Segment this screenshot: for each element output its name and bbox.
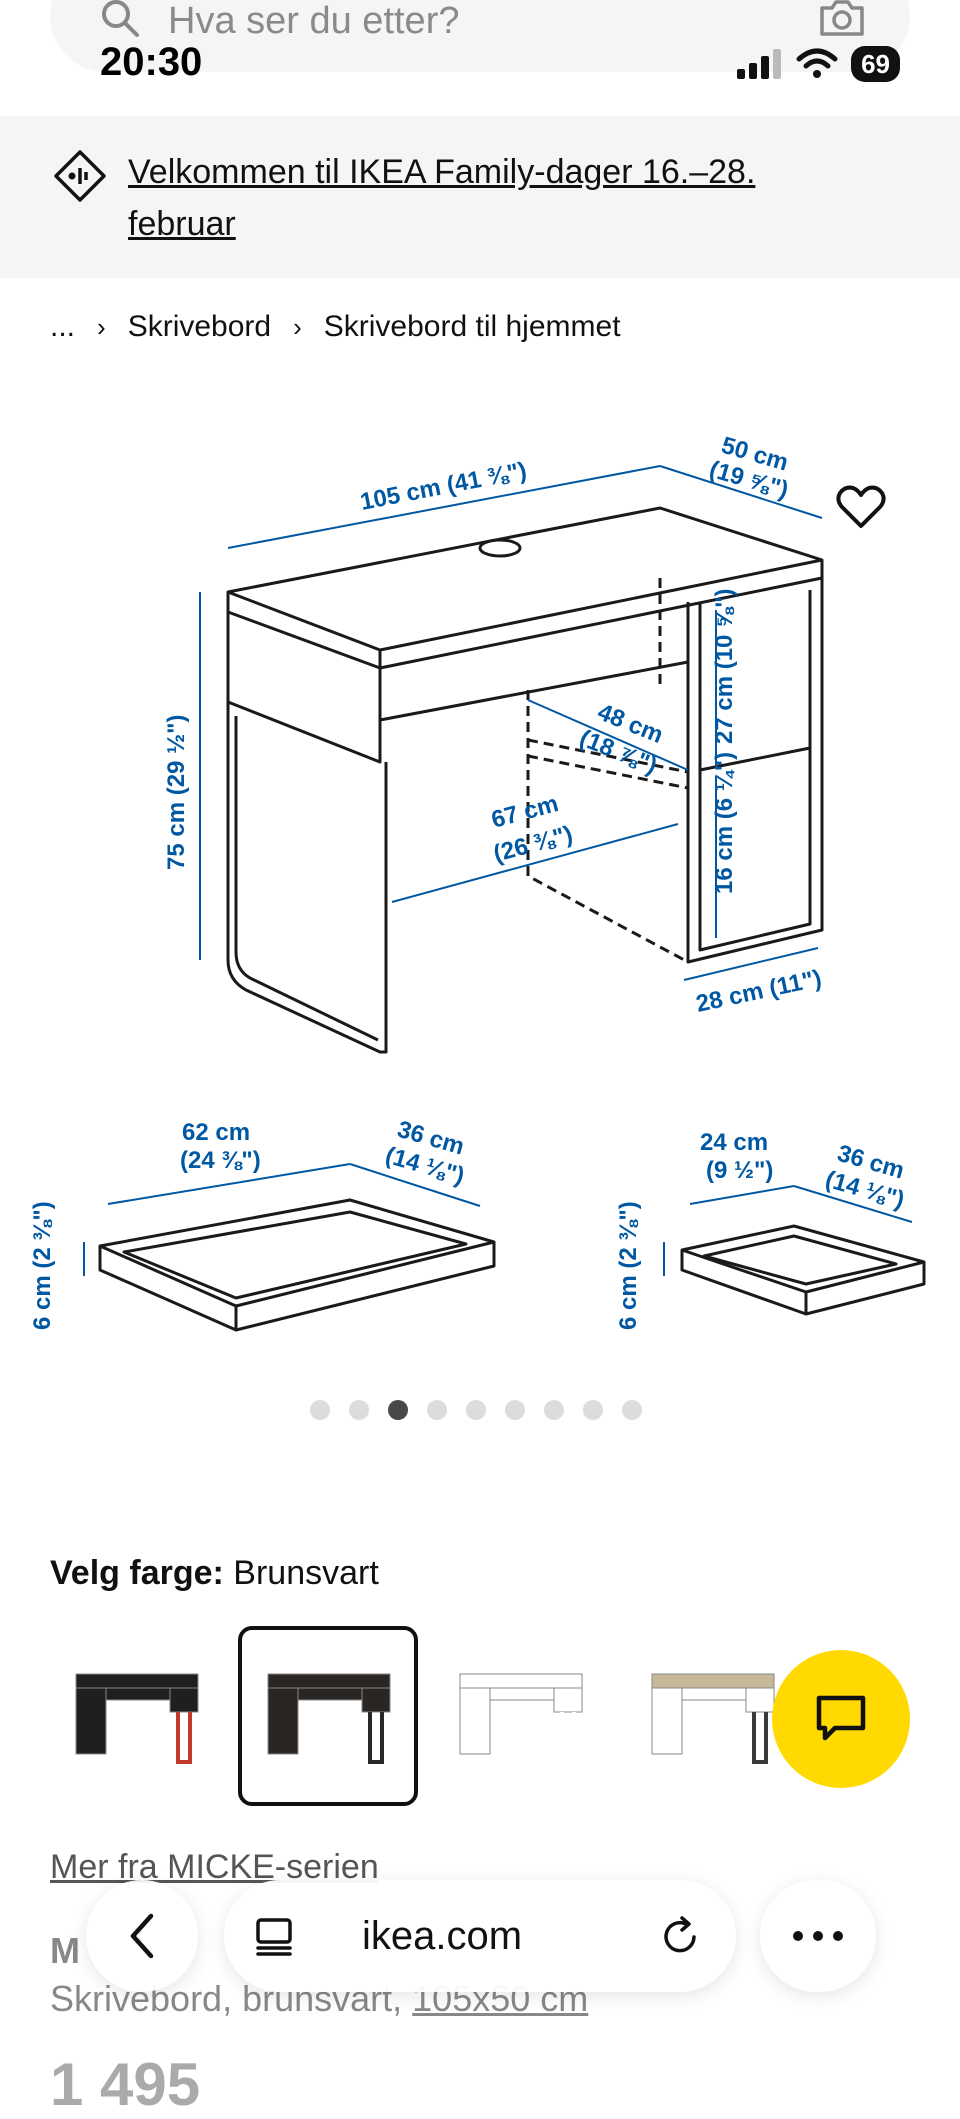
- carousel-dots: [310, 1400, 642, 1420]
- chevron-left-icon: [130, 1913, 154, 1959]
- carousel-dot[interactable]: [388, 1400, 408, 1420]
- reload-icon[interactable]: [662, 1915, 702, 1957]
- breadcrumb-item-desks[interactable]: Skrivebord: [127, 310, 272, 343]
- dim-large-drawer-height: 6 cm (2 ⅜"): [29, 1201, 56, 1330]
- color-swatch[interactable]: [434, 1630, 606, 1802]
- desk-thumbnail: [651, 1673, 775, 1764]
- dim-large-drawer-width-in: (24 ⅜"): [180, 1147, 261, 1174]
- carousel-dot[interactable]: [544, 1400, 564, 1420]
- dim-large-drawer-width: 62 cm: [182, 1119, 250, 1146]
- more-dots-icon: [793, 1931, 843, 1941]
- search-input[interactable]: Hva ser du etter?: [168, 0, 460, 42]
- carousel-dot[interactable]: [505, 1400, 525, 1420]
- browser-toolbar: ikea.com: [0, 1880, 960, 2010]
- url-text: ikea.com: [362, 1913, 523, 1958]
- search-icon: [102, 0, 139, 37]
- color-swatch[interactable]: [50, 1630, 222, 1802]
- breadcrumb: ... › Skrivebord › Skrivebord til hjemme…: [50, 310, 621, 344]
- breadcrumb-ellipsis[interactable]: ...: [50, 310, 76, 343]
- color-value: Brunsvart: [233, 1554, 379, 1592]
- carousel-dot[interactable]: [583, 1400, 603, 1420]
- color-swatch[interactable]: [626, 1630, 798, 1802]
- chevron-right-icon: ›: [293, 311, 302, 342]
- dim-lower-shelf: 16 cm (6 ¼"): [711, 752, 738, 894]
- battery-indicator: 69: [851, 46, 900, 82]
- color-swatch[interactable]: [238, 1626, 418, 1806]
- camera-icon[interactable]: [818, 0, 866, 38]
- dim-small-drawer-height: 6 cm (2 ⅜"): [615, 1201, 642, 1330]
- search-bar[interactable]: Hva ser du etter?: [50, 0, 910, 72]
- more-button[interactable]: [760, 1880, 876, 1992]
- product-image[interactable]: 105 cm (41 ⅜") 50 cm (19 ⅝") 75 cm (29 ½…: [0, 400, 960, 1380]
- status-time: 20:30: [100, 40, 203, 84]
- carousel-dot[interactable]: [427, 1400, 447, 1420]
- signal-icon: [737, 49, 782, 79]
- desk-thumbnail: [459, 1673, 583, 1764]
- color-swatches: [50, 1626, 798, 1806]
- dim-height: 75 cm (29 ½"): [163, 715, 190, 870]
- address-bar[interactable]: ikea.com: [224, 1880, 736, 1992]
- carousel-dot[interactable]: [466, 1400, 486, 1420]
- breadcrumb-item-home-desks[interactable]: Skrivebord til hjemmet: [323, 310, 621, 343]
- series-link[interactable]: Mer fra MICKE-serien: [50, 1848, 379, 1886]
- promo-banner-link[interactable]: Velkommen til IKEA Family-dager 16.–28. …: [128, 153, 756, 243]
- carousel-dot[interactable]: [349, 1400, 369, 1420]
- tag-icon: [54, 150, 106, 202]
- color-label-title: Velg farge:: [50, 1554, 224, 1592]
- chevron-right-icon: ›: [97, 311, 106, 342]
- tabs-icon: [256, 1918, 292, 1956]
- dim-small-drawer-width-in: (9 ½"): [706, 1157, 773, 1184]
- carousel-dot[interactable]: [310, 1400, 330, 1420]
- product-name: M: [50, 1930, 80, 1971]
- desk-thumbnail: [75, 1673, 199, 1764]
- back-button[interactable]: [86, 1880, 198, 1992]
- heart-icon[interactable]: [836, 484, 886, 530]
- status-icons: 69: [737, 46, 900, 82]
- desk-thumbnail: [267, 1673, 391, 1764]
- wifi-icon: [796, 48, 838, 78]
- chat-icon: [816, 1695, 866, 1741]
- dim-small-drawer-width: 24 cm: [700, 1129, 768, 1156]
- dim-upper-shelf: 27 cm (10 ⅝"): [711, 589, 738, 744]
- promo-banner: Velkommen til IKEA Family-dager 16.–28. …: [0, 116, 960, 278]
- color-label: Velg farge: Brunsvart: [50, 1554, 379, 1593]
- carousel-dot[interactable]: [622, 1400, 642, 1420]
- product-price: 1 495: [50, 2051, 201, 2118]
- chat-button[interactable]: [772, 1650, 910, 1788]
